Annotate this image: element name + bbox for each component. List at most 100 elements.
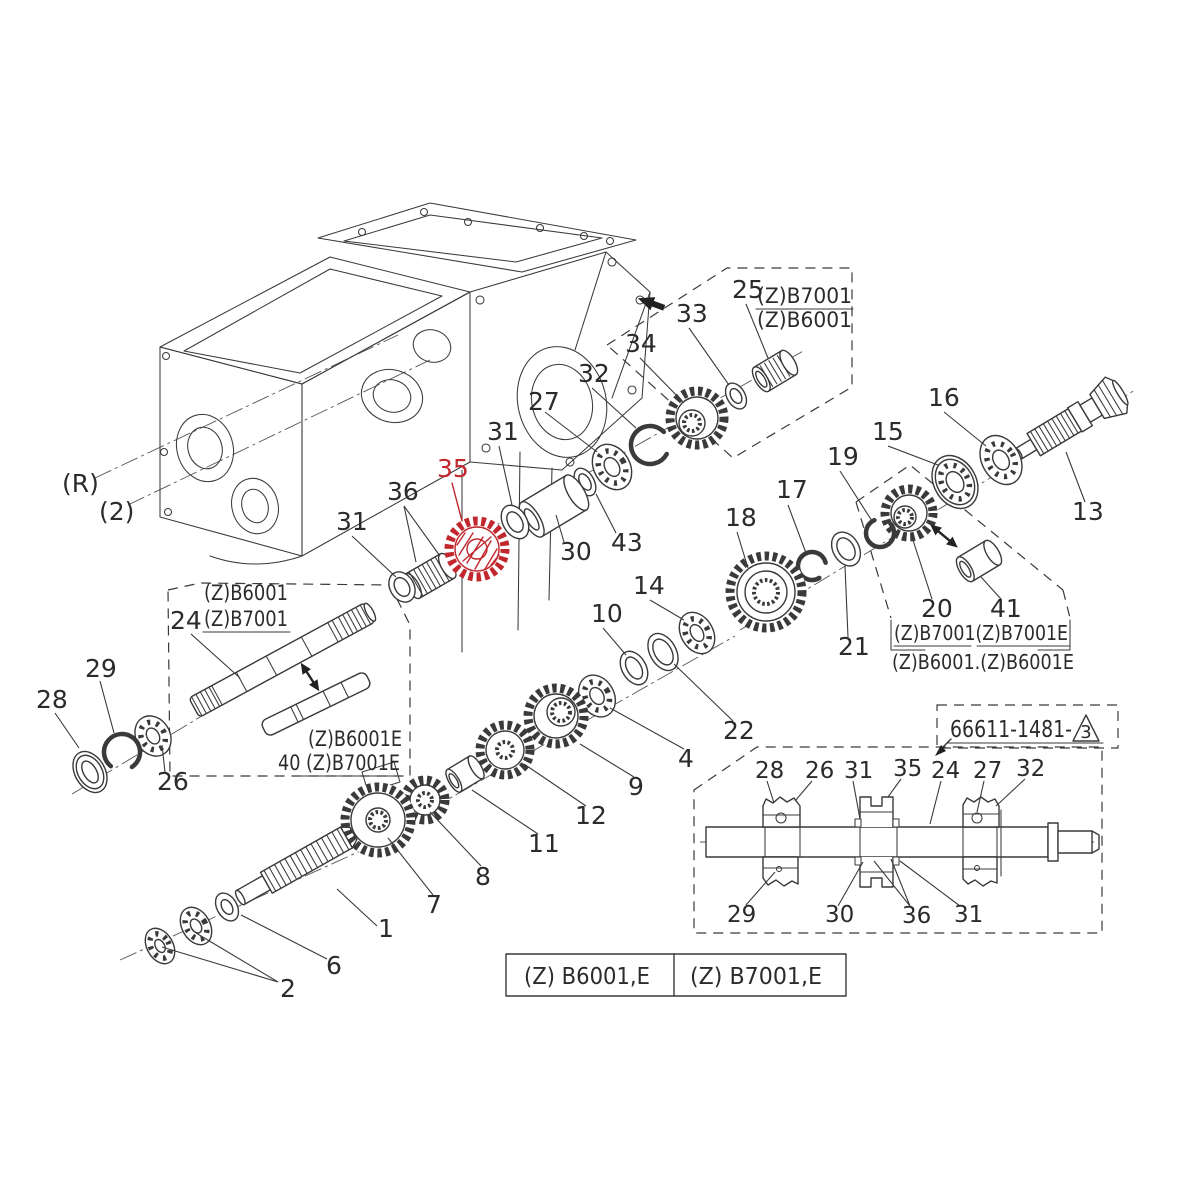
needle-bushing-25 — [751, 349, 799, 393]
inset-callout-30: 30 — [825, 902, 854, 928]
ref-pointer-arrow-icon — [935, 738, 952, 756]
callout-32: 32 — [578, 359, 610, 388]
callout-22: 22 — [723, 716, 755, 745]
inset-callout-24: 24 — [931, 758, 960, 784]
gear-35-highlighted — [444, 516, 510, 582]
callout-8: 8 — [475, 862, 491, 891]
gear-34 — [665, 386, 729, 450]
bearing-16 — [979, 434, 1023, 486]
callout-12: 12 — [575, 801, 607, 830]
swap-arrow-shafts-icon — [300, 662, 320, 692]
inset-callout-31-bottom: 31 — [954, 902, 983, 928]
washer-31-lower — [388, 571, 416, 603]
gear-12 — [475, 720, 535, 780]
callout-31-lower: 31 — [336, 507, 368, 536]
inset-callout-35: 35 — [893, 756, 922, 782]
model-box-20-41-line2: (Z)B6001.(Z)B6001E — [892, 650, 1074, 674]
callout-21: 21 — [838, 632, 870, 661]
inset-callout-32: 32 — [1016, 756, 1045, 782]
model-box-40-line2: 40 (Z)B7001E — [278, 751, 400, 775]
sleeve-30 — [518, 474, 590, 538]
bearing-2a — [144, 927, 176, 965]
model-reference-texts: (Z)B7001 (Z)B6001 (Z)B6001 (Z)B7001 (Z)B… — [204, 284, 1092, 775]
bearing-27 — [591, 443, 633, 491]
direction-arrow-icon — [637, 297, 666, 311]
callout-6: 6 — [326, 951, 342, 980]
callout-2: 2 — [280, 974, 296, 1003]
model-box-24-line2: (Z)B7001 — [204, 607, 288, 631]
footer-model-left: (Z) B6001,E — [524, 964, 650, 990]
inset-callout-31-top: 31 — [844, 758, 873, 784]
callout-17: 17 — [776, 475, 808, 504]
callout-27: 27 — [528, 387, 560, 416]
gear-18 — [725, 551, 807, 633]
gear-20 — [880, 484, 938, 542]
callout-11: 11 — [528, 829, 560, 858]
inset-callout-36: 36 — [902, 903, 931, 929]
footer-model-right: (Z) B7001,E — [690, 964, 822, 990]
bearing-26 — [134, 715, 172, 757]
washer-31-upper — [500, 504, 530, 540]
model-box-40-line1: (Z)B6001E — [308, 727, 402, 751]
model-box-24-line1: (Z)B6001 — [204, 581, 288, 605]
callout-29: 29 — [85, 654, 117, 683]
callout-33: 33 — [676, 299, 708, 328]
callout-25: 25 — [732, 275, 764, 304]
callout-housing-qty: (2) — [99, 497, 134, 526]
callout-20: 20 — [921, 594, 953, 623]
callout-15: 15 — [872, 417, 904, 446]
callout-35-highlighted: 35 — [437, 454, 469, 483]
bearing-15 — [931, 454, 979, 510]
washer-21 — [830, 531, 862, 567]
callout-30: 30 — [560, 537, 592, 566]
leader-lines — [54, 303, 1086, 983]
inset-ref-number: 66611-1481- — [950, 717, 1072, 743]
seal-28 — [72, 750, 108, 794]
snap-ring-32 — [628, 423, 672, 467]
main-shaft-24 — [189, 602, 377, 717]
snap-ring-19 — [863, 516, 897, 550]
gear-9 — [523, 683, 589, 749]
washer-33 — [724, 382, 748, 410]
washer-6 — [214, 892, 240, 922]
callout-9: 9 — [628, 772, 644, 801]
callout-18: 18 — [725, 503, 757, 532]
gear-7 — [340, 782, 416, 858]
callout-7: 7 — [426, 890, 442, 919]
snap-ring-29 — [101, 731, 143, 773]
pinion-shaft-13 — [1013, 376, 1129, 460]
inset-callout-28: 28 — [755, 758, 784, 784]
inset-callout-29: 29 — [727, 902, 756, 928]
callout-43: 43 — [611, 528, 643, 557]
callout-36: 36 — [387, 477, 419, 506]
callout-19: 19 — [827, 442, 859, 471]
callout-24: 24 — [170, 606, 202, 635]
shift-shaft-40 — [261, 672, 371, 736]
inset-callout-27: 27 — [973, 758, 1002, 784]
bearing-2b — [179, 906, 213, 946]
inset-callout-26: 26 — [805, 758, 834, 784]
callout-34: 34 — [625, 329, 657, 358]
reference-rules — [202, 308, 1104, 777]
inset-assembled-shaft — [700, 796, 1100, 888]
callout-1: 1 — [378, 914, 394, 943]
washer-10 — [619, 650, 649, 686]
swap-arrow-gear-bushing-icon — [930, 524, 958, 548]
callout-31-upper: 31 — [487, 417, 519, 446]
callout-16: 16 — [928, 383, 960, 412]
callout-14: 14 — [633, 571, 665, 600]
callout-10: 10 — [591, 599, 623, 628]
model-box-25-line2: (Z)B6001 — [757, 308, 852, 332]
callout-4: 4 — [678, 744, 694, 773]
callout-housing-r: (R) — [62, 469, 99, 498]
model-box-25-line1: (Z)B7001 — [757, 284, 852, 308]
bearing-14 — [678, 611, 716, 655]
washer-22 — [647, 632, 679, 672]
model-box-20-41-line1: (Z)B7001(Z)B7001E — [894, 621, 1068, 645]
callout-41: 41 — [990, 594, 1022, 623]
bushing-41 — [955, 539, 1003, 583]
callout-labels: (R) (2) 25 33 34 32 27 31 35 36 31 30 43… — [36, 275, 1104, 1003]
counter-shaft-1 — [234, 826, 358, 906]
